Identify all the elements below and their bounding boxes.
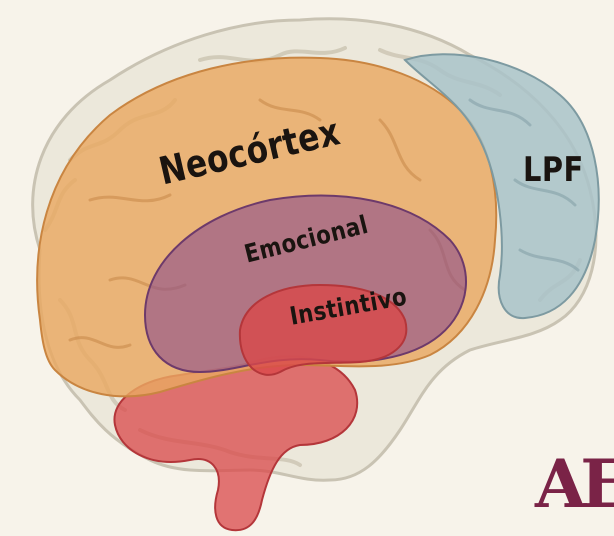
lpf-label: LPF [523, 150, 584, 190]
ae-logo: AE [535, 445, 611, 523]
